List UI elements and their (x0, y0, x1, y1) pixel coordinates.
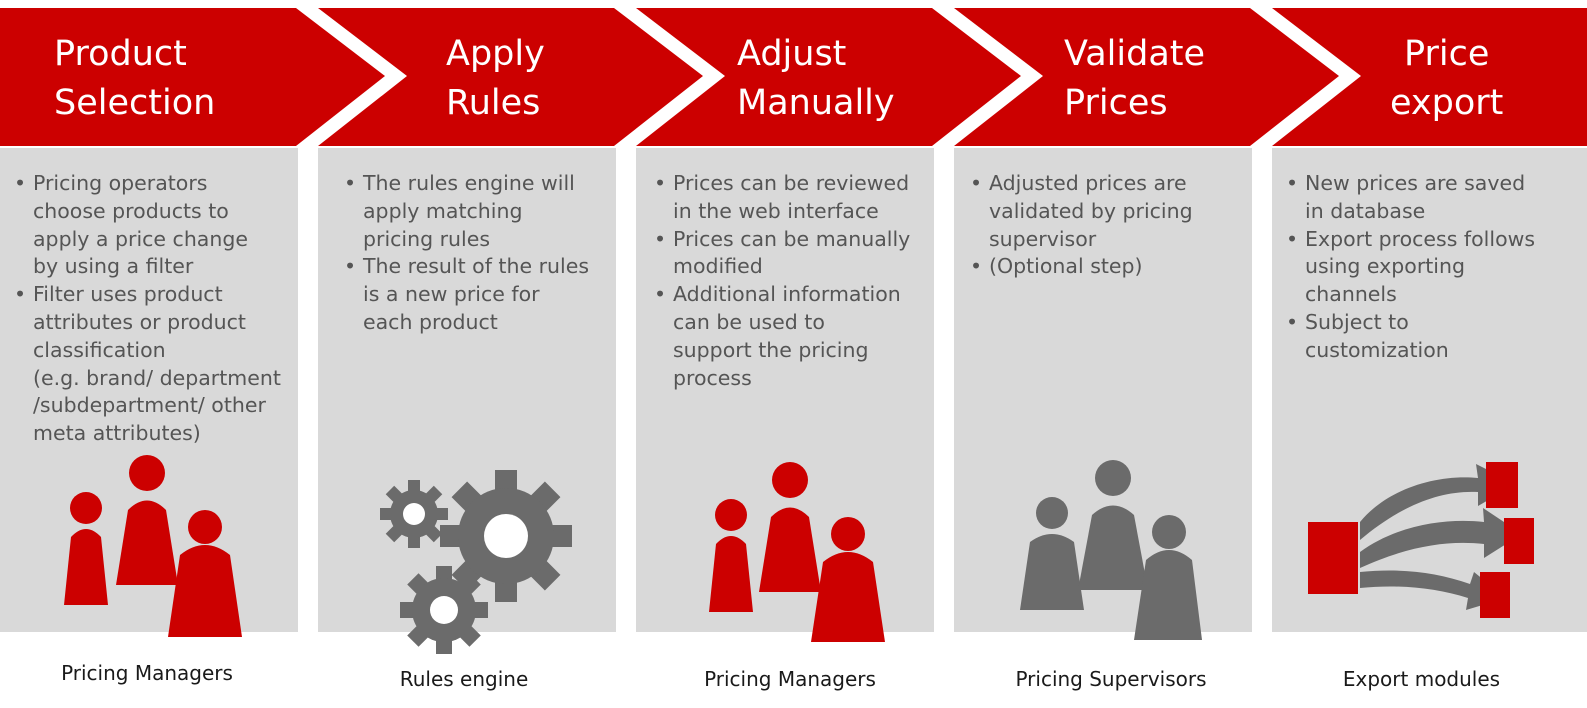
step-caption: Rules engine (399, 667, 529, 691)
step-price-export: Price export New prices are saved in dat… (1272, 0, 1587, 708)
step-caption: Pricing Managers (704, 667, 876, 691)
chevron-step-4 (954, 8, 1339, 146)
step-title-line: Prices (1064, 83, 1168, 123)
step-bullets: Adjusted prices are validated by pricing… (970, 170, 1260, 281)
step-product-selection: Product Selection Pricing operators choo… (0, 0, 300, 708)
bullet-line: apply matching (363, 198, 523, 223)
bullet-line: modified (673, 254, 763, 279)
bullet-line: Filter uses product (33, 282, 223, 307)
chevron-step-3 (636, 8, 1021, 146)
step-title-line: Manually (737, 83, 895, 123)
bullet-line: apply a price change (33, 226, 248, 251)
step-title-line: Adjust (737, 34, 847, 74)
bullet-line: Pricing operators (33, 171, 208, 195)
step-title: Price export (1390, 30, 1503, 128)
step-validate-prices: Validate Prices Adjusted prices are vali… (954, 0, 1254, 708)
bullet-line: using exporting (1305, 254, 1465, 279)
step-title: Adjust Manually (737, 30, 895, 128)
step-title: Validate Prices (1064, 30, 1205, 128)
step-title-line: Rules (446, 83, 541, 123)
bullet-item: (Optional step) (970, 253, 1260, 281)
chevron-step-2 (318, 8, 703, 146)
bullet-line: classification (33, 337, 166, 362)
chevron-banner (0, 8, 1587, 146)
bullet-line: can be used to (673, 309, 825, 334)
bullet-item: The rules engine will apply matching pri… (344, 170, 634, 253)
bullet-line: support the pricing (673, 337, 869, 362)
people-group-icon (1020, 460, 1202, 640)
bullet-line: (e.g. brand/ department (33, 365, 281, 390)
bullet-line: customization (1305, 337, 1449, 362)
bullet-line: /subdepartment/ other (33, 393, 266, 418)
bullet-line: process (673, 365, 752, 390)
step-caption: Export modules (1342, 667, 1501, 691)
bullet-line: Prices can be manually (673, 226, 911, 251)
bullet-line: in the web interface (673, 198, 879, 223)
bullet-item: The result of the rules is a new price f… (344, 253, 634, 336)
people-group-icon (709, 462, 885, 642)
bullet-line: (Optional step) (989, 254, 1143, 279)
step-title-line: Apply (446, 34, 545, 74)
bullet-line: by using a filter (33, 254, 194, 279)
bullet-line: validated by pricing (989, 198, 1193, 223)
bullet-item: Subject to customization (1286, 309, 1576, 365)
step-adjust-manually: Adjust Manually Prices can be reviewed i… (636, 0, 936, 708)
bullet-line: attributes or product (33, 309, 246, 334)
bullet-line: Additional information (673, 282, 901, 307)
bullet-item: Prices can be manually modified (654, 226, 944, 282)
bullet-item: Prices can be reviewed in the web interf… (654, 170, 944, 226)
step-title: Product Selection (54, 30, 215, 128)
chevron-step-1 (0, 8, 385, 146)
bullet-line: is a new price for (363, 282, 540, 307)
gears-icon (380, 470, 572, 654)
bullet-line: in database (1305, 198, 1426, 223)
bullet-line: meta attributes) (33, 421, 201, 446)
bullet-item: New prices are saved in database (1286, 170, 1576, 226)
step-title-line: Validate (1064, 34, 1206, 74)
bullet-line: The result of the rules (363, 254, 590, 279)
bullet-line: New prices are saved (1305, 171, 1526, 195)
bullet-line: Subject to (1305, 309, 1409, 334)
step-title: Apply Rules (446, 30, 545, 128)
bullet-item: Pricing operators choose products to app… (14, 170, 304, 281)
step-bullets: The rules engine will apply matching pri… (344, 170, 634, 337)
bullet-item: Additional information can be used to su… (654, 281, 944, 392)
people-group-icon (64, 455, 242, 637)
step-title-line: Price (1403, 34, 1490, 74)
step-bullets: Pricing operators choose products to app… (14, 170, 304, 448)
bullet-line: channels (1305, 282, 1397, 307)
step-title-line: export (1390, 83, 1504, 123)
step-apply-rules: Apply Rules The rules engine will apply … (318, 0, 618, 708)
bullet-item: Adjusted prices are validated by pricing… (970, 170, 1260, 253)
bullet-line: Adjusted prices are (989, 171, 1187, 195)
bullet-line: pricing rules (363, 226, 491, 251)
step-title-line: Product (54, 34, 187, 74)
bullet-line: The rules engine will (363, 171, 575, 195)
bullet-line: supervisor (989, 226, 1097, 251)
step-caption: Pricing Managers (61, 661, 233, 685)
bullet-line: each product (363, 309, 498, 334)
step-bullets: Prices can be reviewed in the web interf… (654, 170, 944, 392)
chevron-step-5 (1272, 8, 1587, 146)
step-title-line: Selection (54, 83, 216, 123)
bullet-item: Export process follows using exporting c… (1286, 226, 1576, 309)
step-bullets: New prices are saved in database Export … (1286, 170, 1576, 365)
bullet-line: Export process follows (1305, 226, 1536, 251)
bullet-line: Prices can be reviewed (673, 171, 910, 195)
bullet-line: choose products to (33, 198, 229, 223)
step-caption: Pricing Supervisors (1015, 667, 1207, 691)
bullet-item: Filter uses product attributes or produc… (14, 281, 304, 448)
export-arrows-icon (1308, 462, 1534, 618)
